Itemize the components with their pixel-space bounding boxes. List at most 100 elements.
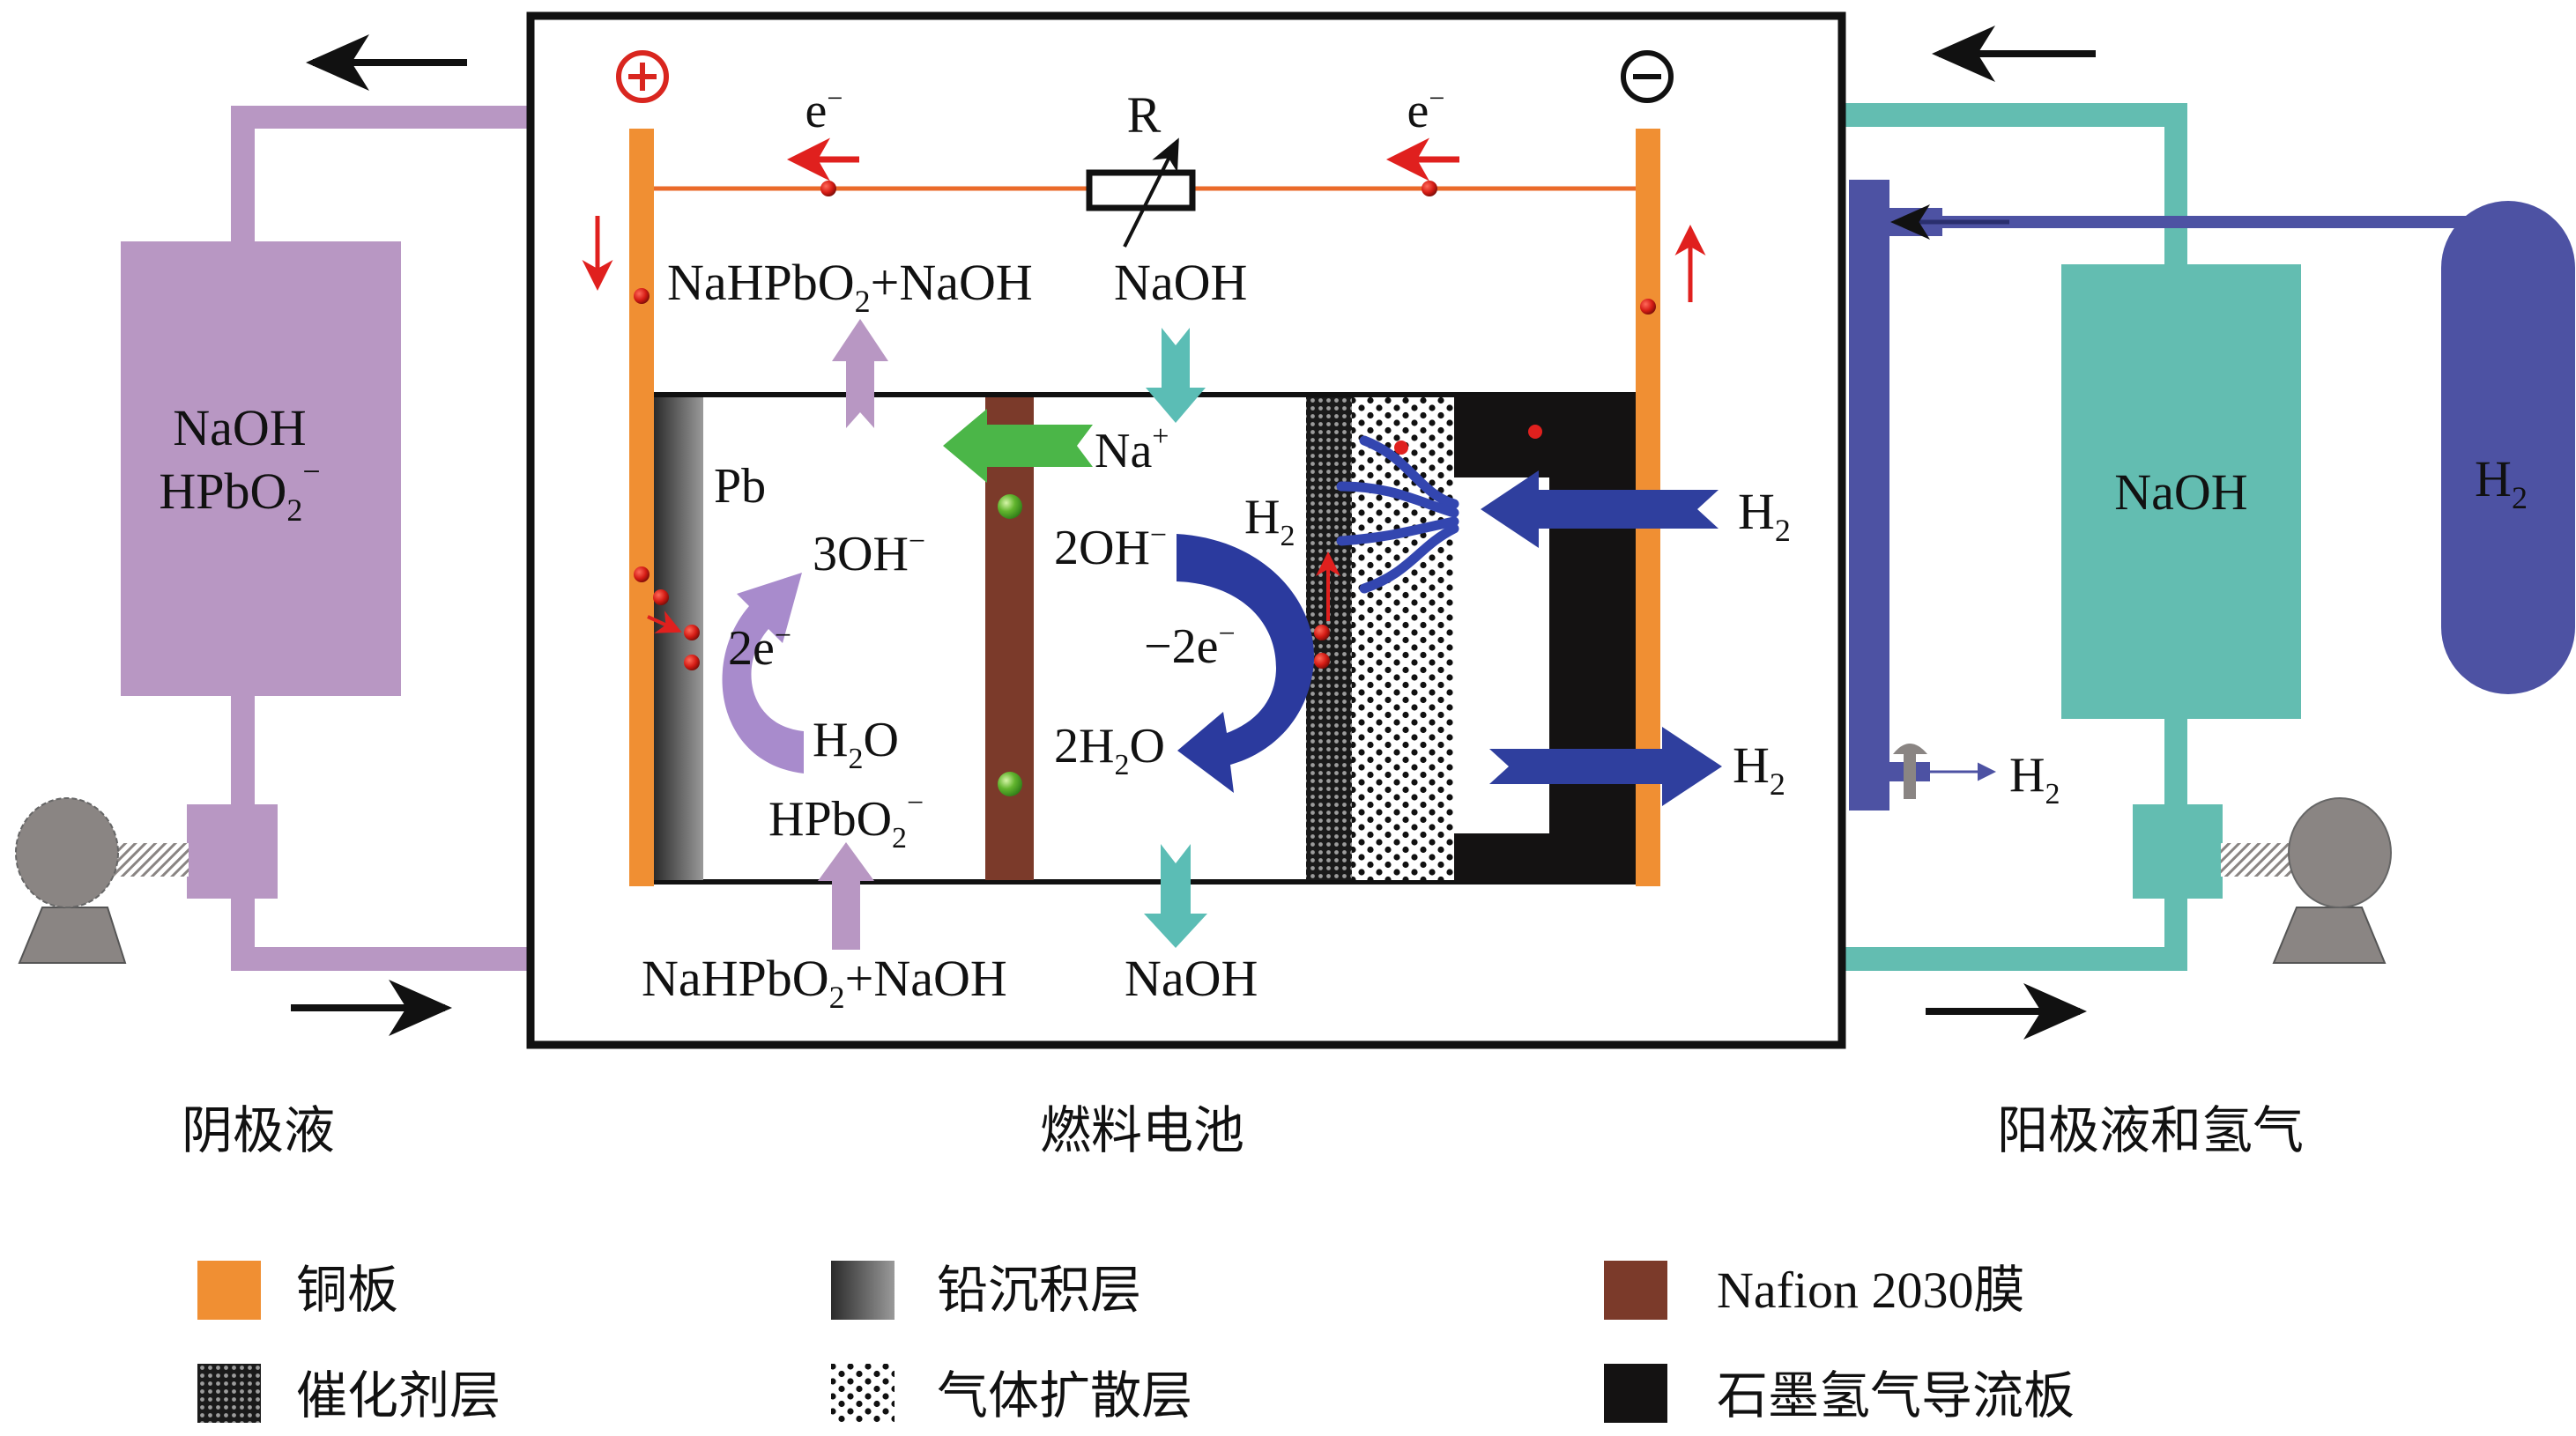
electron-dot bbox=[634, 288, 650, 304]
electron-dot bbox=[1528, 425, 1542, 439]
bottom-right-stream-label: NaOH bbox=[1125, 950, 1258, 1007]
cathode-reaction-arc bbox=[722, 573, 804, 774]
cathode-electrons-label: 2e− bbox=[728, 619, 791, 676]
nafion-membrane bbox=[985, 397, 1034, 880]
left-pump-shaft bbox=[113, 843, 189, 877]
catalyst-layer bbox=[1306, 397, 1352, 880]
right-reservoir bbox=[2061, 264, 2301, 719]
gas-diffusion-layer bbox=[1352, 397, 1454, 880]
legend-swatch-catalyst bbox=[197, 1364, 261, 1423]
legend-label-gdl: 气体扩散层 bbox=[937, 1366, 1192, 1425]
electron-dot bbox=[1314, 625, 1330, 640]
negative-terminal-icon bbox=[1621, 50, 1674, 103]
fuel-cell: R e− e− NaHPbO2+NaOH NaOH NaHPbO2+NaOH bbox=[526, 11, 1846, 1160]
electron-dot bbox=[634, 566, 650, 582]
fuel-cell-title: 燃料电池 bbox=[1040, 1100, 1244, 1160]
h2-distribution-bar bbox=[1849, 180, 1889, 811]
right-pump-base bbox=[2272, 907, 2387, 964]
anode-h2-label: H2 bbox=[1244, 490, 1295, 552]
left-reservoir-line1: NaOH bbox=[173, 399, 306, 456]
top-right-stream-label: NaOH bbox=[1114, 254, 1247, 311]
legend-item-lead: 铅沉积层 bbox=[831, 1260, 1141, 1320]
right-pump-housing bbox=[2133, 804, 2223, 899]
right-top-pipe bbox=[1845, 103, 2187, 264]
electron-dot bbox=[1640, 299, 1656, 315]
h2-tank-label: H2 bbox=[2475, 450, 2528, 515]
legend-item-nafion: Nafion 2030膜 bbox=[1604, 1261, 2025, 1320]
anode-water-label: 2H2O bbox=[1054, 719, 1165, 781]
legend-swatch-lead bbox=[831, 1261, 895, 1320]
left-reservoir-line2: HPbO2− bbox=[159, 454, 320, 528]
resistor bbox=[1086, 169, 1196, 211]
legend-swatch-gdl bbox=[831, 1364, 895, 1423]
left-bottom-pipe bbox=[231, 899, 529, 971]
right-loop-title: 阳极液和氢气 bbox=[1997, 1100, 2304, 1160]
h2-vent-label: H2 bbox=[2009, 748, 2060, 811]
h2-out-label: H2 bbox=[1733, 737, 1785, 802]
h2-out-arrow bbox=[1489, 727, 1722, 806]
h2-finger bbox=[1359, 435, 1459, 509]
catholyte-in-arrow bbox=[818, 842, 874, 950]
legend-item-graphite: 石墨氢气导流板 bbox=[1604, 1364, 2075, 1425]
legend-label-copper: 铜板 bbox=[296, 1260, 398, 1320]
legend-item-copper: 铜板 bbox=[197, 1260, 398, 1320]
left-pump-base bbox=[18, 907, 127, 964]
top-left-stream-label: NaHPbO2+NaOH bbox=[667, 254, 1033, 319]
left-pump-motor bbox=[15, 797, 119, 908]
h2-finger bbox=[1336, 516, 1459, 546]
electron-dot bbox=[1422, 181, 1437, 196]
bottom-left-stream-label: NaHPbO2+NaOH bbox=[642, 950, 1007, 1015]
right-loop: NaOH H2 H2 阳极液和氢气 bbox=[1845, 26, 2575, 1160]
copper-plate-left bbox=[629, 129, 654, 886]
h2-in-label: H2 bbox=[1738, 483, 1791, 548]
h2-supply-pipe bbox=[1890, 216, 2514, 264]
h2-vent-valve-stem bbox=[1904, 751, 1916, 799]
anolyte-in-arrow bbox=[1146, 328, 1206, 423]
electron-dot bbox=[684, 655, 700, 670]
electron-dot bbox=[653, 589, 669, 605]
right-bottom-pipe bbox=[1845, 899, 2187, 971]
anolyte-out-arrow bbox=[1144, 844, 1207, 948]
legend-label-lead: 铅沉积层 bbox=[937, 1260, 1141, 1320]
left-reservoir bbox=[121, 241, 401, 696]
electron-dot bbox=[1394, 440, 1408, 455]
legend-swatch-nafion bbox=[1604, 1261, 1667, 1320]
electron-label-right: e− bbox=[1407, 82, 1445, 138]
legend-swatch-graphite bbox=[1604, 1364, 1667, 1423]
anode-hydroxide-label: 2OH− bbox=[1054, 519, 1167, 575]
legend-label-nafion: Nafion 2030膜 bbox=[1717, 1262, 2025, 1319]
positive-terminal-icon bbox=[616, 50, 669, 103]
legend-item-catalyst: 催化剂层 bbox=[197, 1364, 501, 1425]
legend: 铜板 铅沉积层 Nafion 2030膜 催化剂层 气体扩散层 石墨氢气导流板 bbox=[197, 1260, 2075, 1425]
catholyte-out-arrow bbox=[832, 319, 888, 428]
anode-reaction-arc bbox=[1177, 534, 1315, 793]
legend-item-gdl: 气体扩散层 bbox=[831, 1364, 1192, 1425]
left-pipe-mid bbox=[231, 696, 255, 806]
h2-in-arrow bbox=[1481, 470, 1719, 548]
positive-terminal bbox=[616, 50, 669, 103]
electron-dot bbox=[820, 181, 836, 196]
h2-diffusion-arrows bbox=[1336, 435, 1459, 594]
left-loop-title: 阴极液 bbox=[182, 1100, 335, 1160]
legend-label-graphite: 石墨氢气导流板 bbox=[1717, 1366, 2075, 1425]
legend-swatch-copper bbox=[197, 1261, 261, 1320]
sodium-ion-arrow bbox=[943, 409, 1093, 483]
cathode-water-label: H2O bbox=[813, 713, 899, 775]
sodium-ion bbox=[998, 494, 1022, 519]
cathode-plumbite-label: HPbO2− bbox=[768, 787, 924, 855]
electron-dot bbox=[684, 625, 700, 640]
right-pump-motor bbox=[2288, 797, 2392, 908]
right-pipe-mid bbox=[2164, 719, 2187, 807]
h2-tank bbox=[2441, 201, 2575, 694]
left-loop: NaOH HPbO2− 阴极液 bbox=[15, 34, 529, 1160]
resistor-label: R bbox=[1127, 86, 1162, 144]
sodium-ion-label: Na+ bbox=[1095, 420, 1169, 478]
cathode-pb-label: Pb bbox=[714, 459, 766, 514]
electron-label-left: e− bbox=[805, 82, 843, 138]
h2-vent-valve-knob bbox=[1893, 744, 1927, 754]
anode-electrons-label: −2e− bbox=[1144, 618, 1236, 674]
h2-finger bbox=[1359, 523, 1459, 594]
left-top-pipe bbox=[231, 106, 529, 241]
cathode-electron-arrow bbox=[647, 611, 682, 633]
